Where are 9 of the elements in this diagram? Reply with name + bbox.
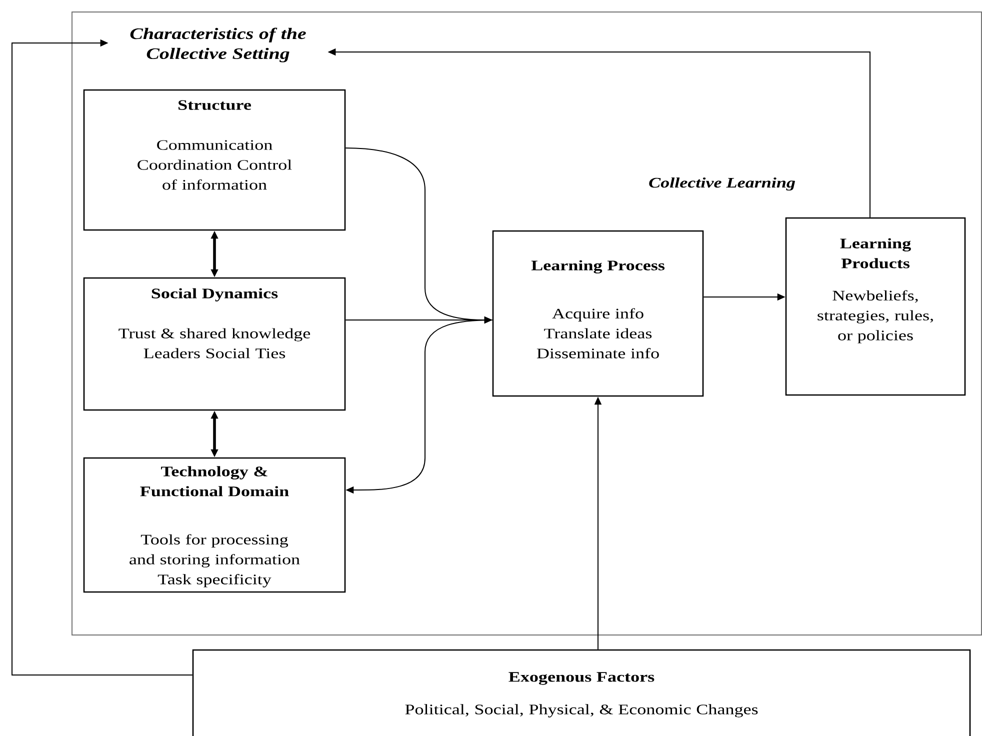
setting-heading: Characteristics of the Collective Setting (130, 28, 306, 62)
frame-heading: Collective Learning (649, 177, 796, 191)
products-box: Learning Products Newbeliefs, strategies, rules, or policies (785, 217, 966, 396)
structure-box: Structure Communication Coordination Control of information (83, 89, 346, 231)
dynamics-box: Social Dynamics Trust & shared knowledge Leaders Social Ties (83, 277, 346, 411)
arrow (12, 39, 193, 676)
process-box: Learning Process Acquire info Translate ideas Disseminate info (492, 230, 704, 397)
technology-box: Technology & Functional Domain Tools for processing and storing information Task specificity (83, 457, 346, 593)
factors-box: Exogenous Factors Political, Social, Physical, & Economic Changes (192, 649, 971, 736)
